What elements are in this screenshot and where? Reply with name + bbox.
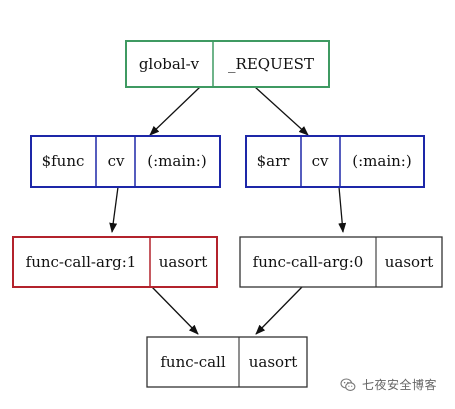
node-call-field-1: uasort (249, 353, 298, 371)
node-arr-border (245, 135, 425, 188)
watermark: 七夜安全博客 (340, 376, 437, 393)
node-arg1-field-1: uasort (159, 253, 208, 271)
edges (109, 86, 347, 335)
node-func-border (30, 135, 221, 188)
edge-global-to-arr (254, 86, 309, 136)
node-global-field-1: _REQUEST (228, 55, 314, 73)
node-call: func-call uasort (146, 336, 308, 388)
edge-arg1-to-call (151, 286, 199, 335)
node-call-field-0: func-call (160, 353, 225, 371)
edge-arr-to-arg0 (338, 186, 347, 233)
edge-func-to-arg1 (109, 186, 119, 233)
node-func-field-0: $func (42, 152, 85, 170)
node-global-border (125, 40, 330, 88)
node-arr: $arr cv (:main:) (245, 135, 425, 188)
node-func-field-1: cv (108, 152, 125, 170)
node-func: $func cv (:main:) (30, 135, 221, 188)
watermark-text: 七夜安全博客 (361, 378, 437, 392)
node-arr-field-0: $arr (257, 152, 291, 170)
node-arr-field-2: (:main:) (352, 152, 411, 170)
edge-arg0-to-call (255, 286, 303, 335)
node-arg0-border (239, 236, 443, 288)
node-arg1-field-0: func-call-arg:1 (26, 253, 137, 271)
node-arr-field-1: cv (312, 152, 329, 170)
node-call-border (146, 336, 308, 388)
node-global-field-0: global-v (139, 55, 200, 73)
node-arg0: func-call-arg:0 uasort (239, 236, 443, 288)
node-arg0-field-1: uasort (385, 253, 434, 271)
node-arg0-field-0: func-call-arg:0 (253, 253, 364, 271)
node-arg1-border (12, 236, 218, 288)
node-global: global-v _REQUEST (125, 40, 330, 88)
edge-global-to-func (149, 86, 201, 136)
node-func-field-2: (:main:) (147, 152, 206, 170)
wechat-icon (340, 377, 356, 393)
node-arg1: func-call-arg:1 uasort (12, 236, 218, 288)
